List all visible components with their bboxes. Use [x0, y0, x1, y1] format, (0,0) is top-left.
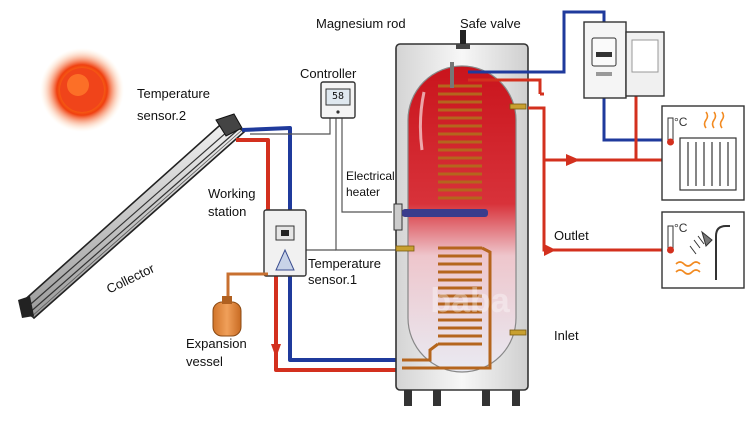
magnesium-rod [450, 62, 454, 88]
working-station-label-line2: station [208, 204, 247, 219]
solar-collector [18, 113, 246, 320]
inlet-label: Inlet [554, 328, 579, 343]
magnesium-rod-label: Magnesium rod [316, 16, 406, 31]
top-hot-pipe [468, 78, 542, 94]
expansion-vessel-label-line2: vessel [186, 354, 223, 369]
gas-meter-unit [583, 21, 627, 99]
top-cold-pipe [468, 10, 606, 74]
radiator-heating-unit [661, 105, 745, 201]
temperature-sensor-2-label-line2: sensor.2 [137, 108, 187, 123]
outlet-label: Outlet [554, 228, 589, 243]
tank-sensor-probes [395, 103, 527, 336]
electrical-heater-label-line2: heater [346, 185, 381, 199]
flow-arrow-icon [271, 344, 281, 358]
safe-valve-label: Safe valve [460, 16, 521, 31]
coil-connections [402, 246, 492, 370]
inlet-pipe [602, 98, 662, 142]
safe-valve [456, 30, 470, 49]
electrical-heater [393, 203, 488, 231]
outlet-pipe [528, 92, 666, 252]
electrical-heater-label-line1: Electrical [346, 169, 395, 183]
lower-heat-coil [438, 246, 482, 346]
expansion-vessel-label-line1: Expansion [186, 336, 247, 351]
shower-hot-water-unit [661, 211, 745, 289]
temperature-sensor-1-label-line1: Temperature [308, 256, 381, 271]
heating-arrow-icon [566, 154, 580, 166]
working-station-unit [263, 209, 307, 277]
sensor-wiring [250, 118, 398, 251]
outlet-arrow-icon [544, 244, 556, 256]
tank-legs [404, 386, 520, 406]
temperature-sensor-2-label-line1: Temperature [137, 86, 210, 101]
controller-box [320, 81, 356, 119]
controller-label: Controller [300, 66, 357, 81]
boiler-unit [625, 31, 665, 97]
sun-icon [40, 48, 124, 132]
temperature-sensor-1-label-line2: sensor.1 [308, 272, 358, 287]
expansion-vessel [212, 272, 268, 337]
controller-display: 58 [331, 91, 345, 102]
shower-temperature-symbol: °C [674, 221, 688, 235]
heating-temperature-symbol: °C [674, 115, 688, 129]
watermark-text: baba [430, 282, 510, 320]
upper-heat-coil [438, 84, 482, 200]
working-station-label-line1: Working [208, 186, 256, 201]
